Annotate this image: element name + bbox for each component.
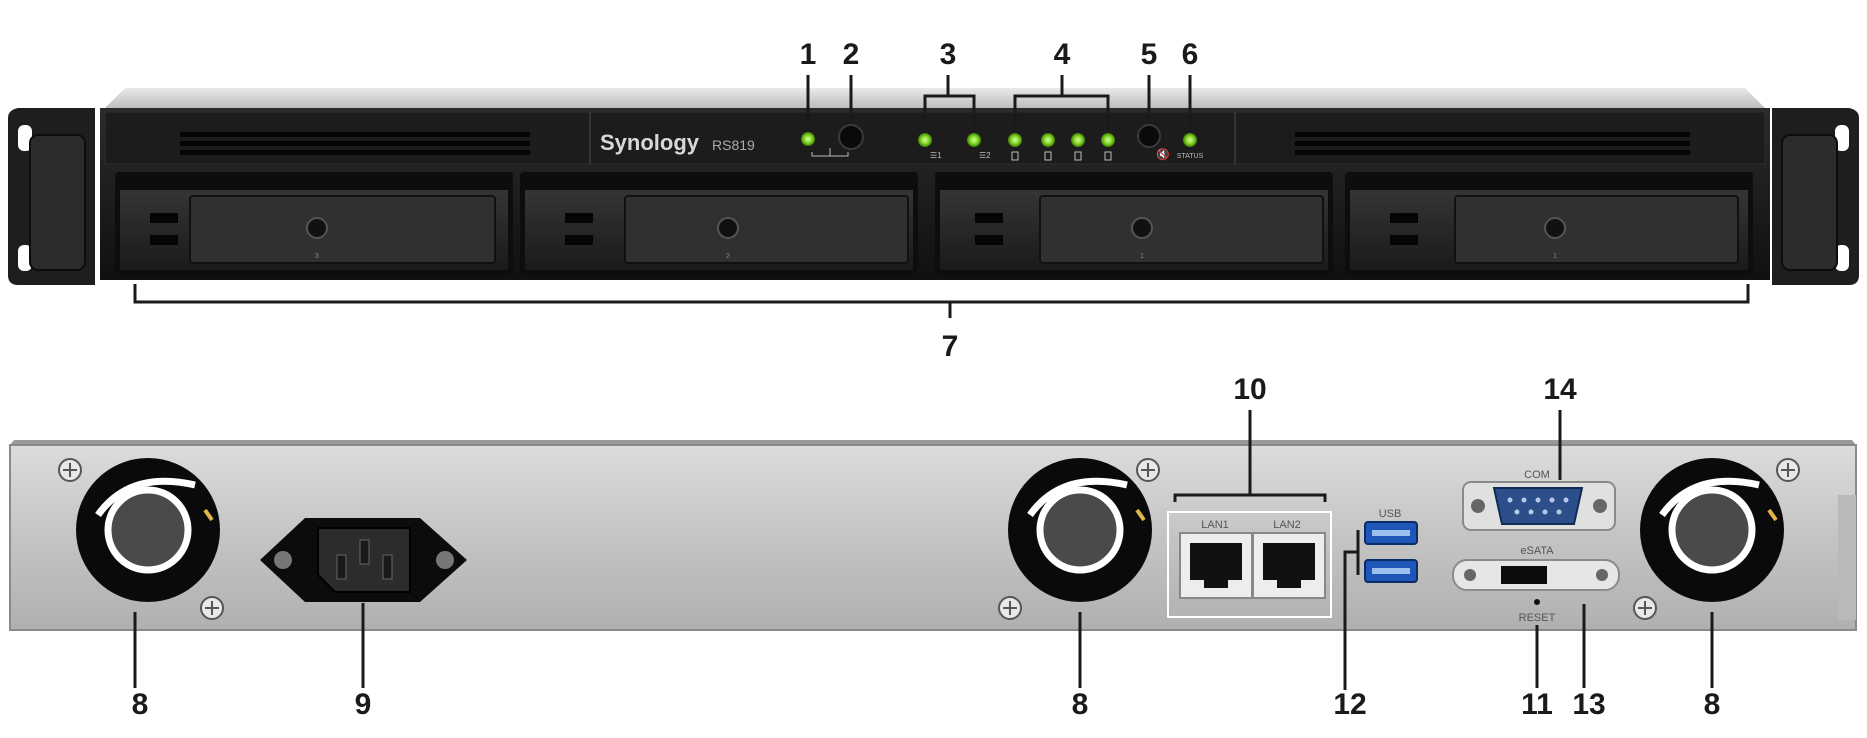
left-ear-handle [29,134,86,271]
mute-icon: 🔇 [1156,148,1170,161]
drive-bay-number: 2 [726,253,730,260]
right-ear-slot-top [1835,125,1849,151]
callout-8: 8 [131,688,149,721]
drive-led-1 [1008,133,1022,147]
callout-3: 3 [939,38,957,71]
drive-bay-number: 3 [315,253,319,260]
usb-port[interactable] [1364,521,1418,545]
status-led [1183,133,1197,147]
tray-lock-icon [1131,217,1153,239]
com-label: COM [1524,469,1550,481]
lan2-label: LAN2 [1273,519,1301,531]
lan2-port[interactable] [1252,532,1326,599]
lan1-label: LAN1 [1201,519,1229,531]
drive-bay-number: 1 [1140,253,1144,260]
tray-lock-icon [1544,217,1566,239]
drive-tray[interactable]: 1 [935,172,1333,275]
power-inlet[interactable] [260,518,467,602]
screw-cross-icon [63,463,1795,615]
drive-led-2 [1041,133,1055,147]
lan1-port[interactable] [1179,532,1253,599]
rear-panel: LAN1 LAN2 USB COM [9,440,1857,631]
right-ear-handle [1781,134,1838,271]
right-ear-slot-bottom [1835,245,1849,271]
power-led [801,132,815,146]
esata-label: eSATA [1520,545,1554,557]
front-bezel-strip [104,111,1766,165]
power-button[interactable] [838,124,864,150]
rear-top-edge [10,440,1856,445]
left-ear-slot-bottom [18,245,32,271]
callout-11: 11 [1521,688,1553,721]
leader-lines [133,75,1750,690]
callout-8: 8 [1071,688,1089,721]
drive-tray[interactable]: 2 [520,172,918,275]
callout-12: 12 [1333,688,1367,721]
beep-off-button[interactable] [1137,124,1161,148]
lan-port-group-outline [1167,511,1332,618]
callout-6: 6 [1181,38,1199,71]
rear-right-cap [1838,495,1856,620]
callout-5: 5 [1140,38,1158,71]
drive-tray[interactable]: 3 [115,172,513,275]
brand-logo: Synology [600,130,700,155]
lan1-led [918,133,932,147]
drive-led-4 [1101,133,1115,147]
callout-1: 1 [799,38,817,71]
usb-port[interactable] [1364,559,1418,583]
power-symbol-icon [811,148,849,157]
callout-14: 14 [1543,373,1577,406]
usb-label: USB [1379,508,1402,520]
callout-4: 4 [1053,38,1071,71]
callout-2: 2 [842,38,860,71]
fan [1008,458,1152,602]
esata-port[interactable] [1452,559,1620,591]
lan2-led [967,133,981,147]
model-label: RS819 [712,137,755,153]
callout-7: 7 [941,330,959,363]
tray-lock-icon [717,217,739,239]
front-top-cover [105,88,1765,108]
drive-bay-number: 1 [1553,253,1557,260]
drive-tray[interactable]: 1 [1345,172,1753,275]
front-panel: Synology RS819 ☰1 ☰2 🔇 STATUS [8,88,1859,285]
fan [1640,458,1784,602]
drive-led-3 [1071,133,1085,147]
right-vent [1295,132,1690,155]
lan-led-icon: ☰2 [979,151,991,160]
reset-button[interactable] [1534,599,1540,605]
reset-label: RESET [1519,612,1556,624]
tray-lock-icon [306,217,328,239]
callout-13: 13 [1572,688,1606,721]
status-label: STATUS [1177,153,1204,160]
lan-led-icon: ☰1 [930,151,942,160]
drive-led-icons [1011,151,1112,161]
callout-8: 8 [1703,688,1721,721]
com-port[interactable] [1462,481,1616,531]
left-vent [180,132,530,155]
callout-10: 10 [1233,373,1267,406]
left-ear-slot-top [18,125,32,151]
callout-9: 9 [354,688,372,721]
fan [76,458,220,602]
